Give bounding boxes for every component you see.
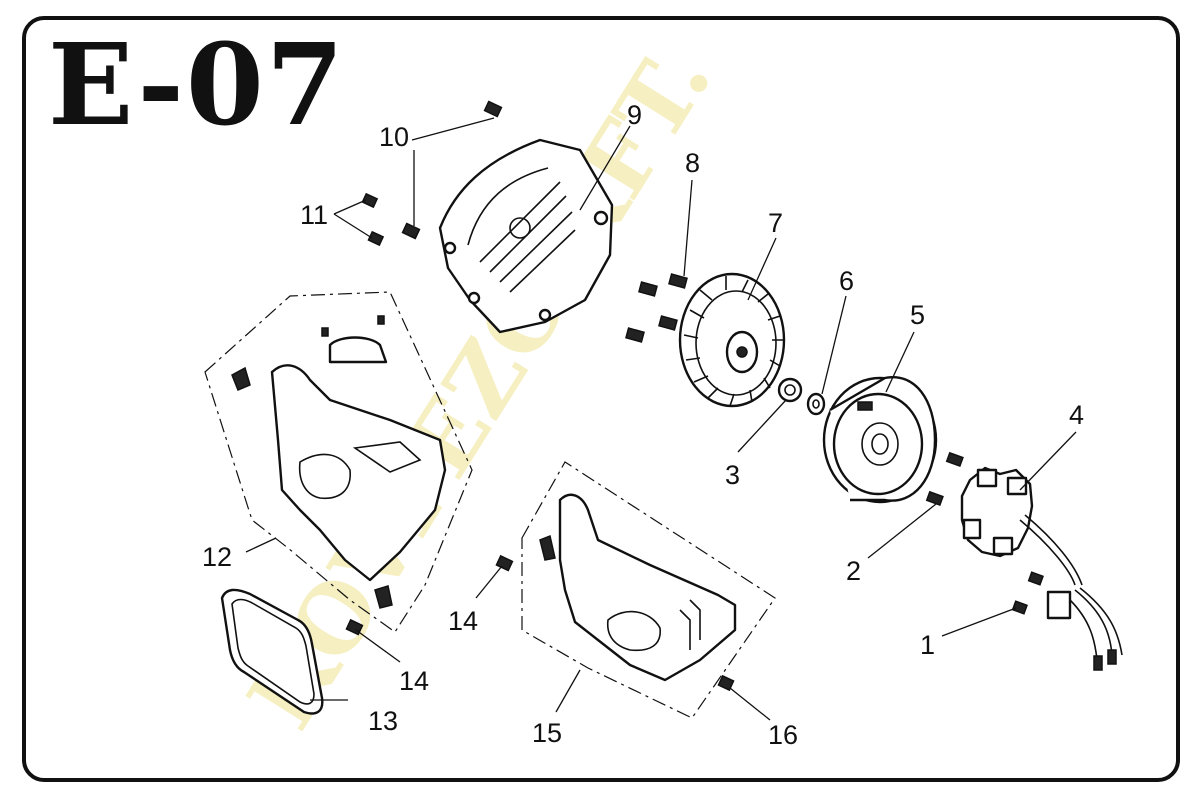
diagram-code-title: E-07 xyxy=(48,20,346,151)
part-flywheel-bolts[interactable] xyxy=(625,273,688,343)
callout-15: 15 xyxy=(532,718,562,748)
callout-14a: 14 xyxy=(399,666,429,696)
part-gasket[interactable] xyxy=(220,588,324,715)
callout-5: 5 xyxy=(910,300,925,330)
part-cover-screws[interactable] xyxy=(361,100,503,247)
callout-7: 7 xyxy=(768,208,783,238)
part-flywheel-fan[interactable] xyxy=(678,272,786,408)
callout-12: 12 xyxy=(202,542,232,572)
callout-11: 11 xyxy=(300,200,328,230)
callout-13: 13 xyxy=(368,706,398,736)
diagram-frame xyxy=(22,16,1180,782)
leader-lines xyxy=(245,117,1077,721)
callout-8: 8 xyxy=(685,148,700,178)
part-stator-bolts[interactable] xyxy=(925,451,964,507)
callout-6: 6 xyxy=(839,266,854,296)
part-nut[interactable] xyxy=(777,377,803,403)
callout-3: 3 xyxy=(725,460,740,490)
callout-labels: 1 2 3 4 5 6 7 8 9 10 11 12 13 14 14 15 1… xyxy=(202,100,1084,750)
part-rotor[interactable] xyxy=(822,375,938,504)
callout-4: 4 xyxy=(1069,400,1084,430)
callout-9: 9 xyxy=(627,100,642,130)
part-stator[interactable] xyxy=(960,466,1123,671)
callout-14b: 14 xyxy=(448,606,478,636)
part-screw[interactable] xyxy=(1011,571,1044,615)
callout-10: 10 xyxy=(379,122,409,152)
part-bottom-screw[interactable] xyxy=(717,674,735,692)
callout-1: 1 xyxy=(920,630,935,660)
callout-16: 16 xyxy=(768,720,798,750)
part-fan-cover[interactable] xyxy=(438,138,614,334)
part-lower-shroud-group[interactable] xyxy=(521,461,776,719)
part-shroud-screws[interactable] xyxy=(345,554,514,636)
part-washer[interactable] xyxy=(806,392,826,416)
callout-2: 2 xyxy=(846,556,861,586)
part-cooling-shroud-group[interactable] xyxy=(204,291,473,633)
